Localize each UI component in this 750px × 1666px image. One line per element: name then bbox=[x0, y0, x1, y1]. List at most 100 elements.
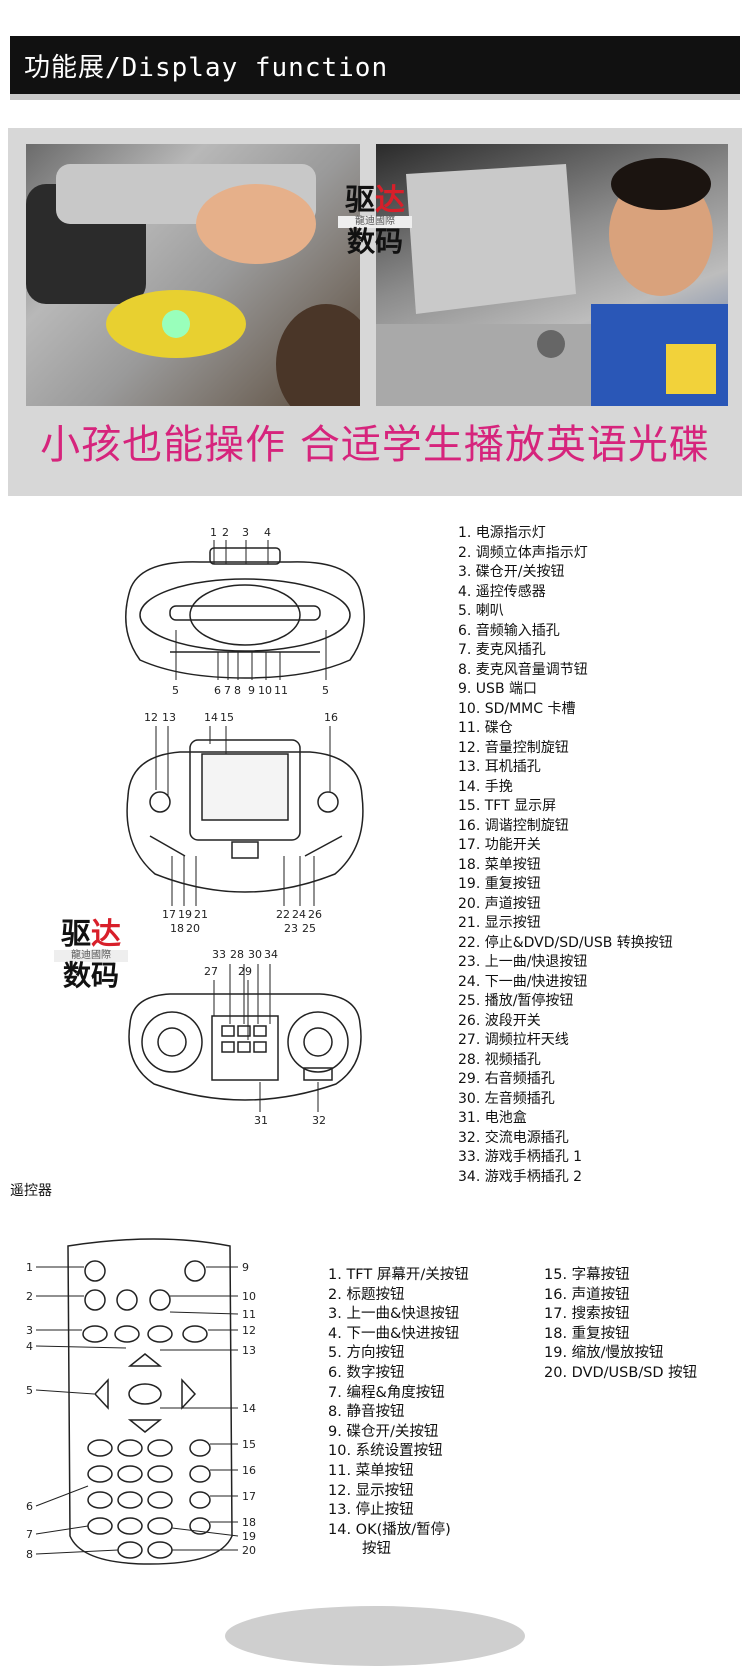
device-back-drawing: 33 28 30 34 27 29 31 32 bbox=[128, 948, 362, 1127]
watermark2-bottom: 数码 bbox=[62, 959, 119, 992]
remote-diagram: 1 2 3 4 5 6 7 8 9 10 11 12 13 14 15 16 1… bbox=[20, 1236, 290, 1566]
list-item: 1. TFT 屏幕开/关按钮 bbox=[328, 1267, 469, 1283]
list-item: 按钮 bbox=[362, 1541, 391, 1558]
callout-5-right: 5 bbox=[322, 684, 329, 697]
remote-callout-15: 15 bbox=[242, 1438, 256, 1451]
callout-13: 13 bbox=[162, 711, 176, 724]
remote-callout-4: 4 bbox=[26, 1340, 33, 1353]
list-item: 8. 静音按钮 bbox=[328, 1404, 405, 1421]
list-item: 10. SD/MMC 卡槽 bbox=[458, 700, 576, 717]
photo-child-with-player bbox=[376, 144, 728, 406]
list-item: 29. 右音频插孔 bbox=[458, 1071, 555, 1087]
list-item: 24. 下一曲/快进按钮 bbox=[458, 973, 588, 990]
remote-callout-7: 7 bbox=[26, 1528, 33, 1541]
list-item: 27. 调频拉杆天线 bbox=[458, 1032, 569, 1048]
list-item: 3. 上一曲&快退按钮 bbox=[328, 1306, 460, 1323]
device-back-diagram: 33 28 30 34 27 29 31 32 bbox=[110, 944, 380, 1130]
remote-callout-3: 3 bbox=[26, 1324, 33, 1337]
list-item: 16. 调谐控制旋钮 bbox=[458, 817, 569, 834]
list-item: 6. 音频输入插孔 bbox=[458, 622, 560, 639]
list-item: 14. OK(播放/暂停) bbox=[328, 1521, 451, 1538]
callout-9: 9 bbox=[248, 684, 255, 697]
list-item: 16. 声道按钮 bbox=[544, 1286, 630, 1303]
remote-callout-1: 1 bbox=[26, 1261, 33, 1274]
callout-18: 18 bbox=[170, 922, 184, 935]
watermark-logo: 驱达 龍迪國際 数码 bbox=[338, 183, 412, 256]
callout-24: 24 bbox=[292, 908, 306, 921]
photo-left-illustration bbox=[26, 164, 360, 406]
list-item: 18. 菜单按钮 bbox=[458, 856, 541, 873]
callout-6: 6 bbox=[214, 684, 221, 697]
watermark-bottom: 数码 bbox=[346, 225, 403, 258]
list-item: 19. 缩放/慢放按钮 bbox=[544, 1345, 664, 1362]
remote-button-list-a: 1. TFT 屏幕开/关按钮 2. 标题按钮 3. 上一曲&快退按钮 4. 下一… bbox=[328, 1266, 469, 1560]
callout-32: 32 bbox=[312, 1114, 326, 1127]
remote-callout-19: 19 bbox=[242, 1530, 256, 1543]
remote-drawing: 1 2 3 4 5 6 7 8 9 10 11 12 13 14 15 16 1… bbox=[26, 1238, 256, 1565]
device-top-diagram: 1 2 3 4 5 6 7 8 9 10 11 5 bbox=[110, 520, 380, 700]
list-item: 5. 方向按钮 bbox=[328, 1345, 405, 1362]
callout-33: 33 bbox=[212, 948, 226, 961]
photo-caption: 小孩也能操作 合适学生播放英语光碟 bbox=[40, 422, 710, 468]
section-title: 功能展/Display function bbox=[24, 52, 389, 83]
list-item: 21. 显示按钮 bbox=[458, 915, 541, 931]
photo-child-inserting-disc bbox=[26, 144, 360, 406]
list-item: 19. 重复按钮 bbox=[458, 876, 541, 892]
callout-10: 10 bbox=[258, 684, 272, 697]
remote-callout-8: 8 bbox=[26, 1548, 33, 1561]
list-item: 9. USB 端口 bbox=[458, 681, 537, 697]
parts-list: 1. 电源指示灯 2. 调频立体声指示灯 3. 碟仓开/关按钮 4. 遥控传感器… bbox=[458, 524, 673, 1187]
list-item: 4. 下一曲&快进按钮 bbox=[328, 1325, 460, 1342]
list-item: 32. 交流电源插孔 bbox=[458, 1129, 569, 1146]
callout-22: 22 bbox=[276, 908, 290, 921]
list-item: 4. 遥控传感器 bbox=[458, 583, 546, 600]
list-item: 34. 游戏手柄插孔 2 bbox=[458, 1168, 583, 1185]
watermark2-char-1: 驱 bbox=[61, 917, 91, 952]
list-item: 15. 字幕按钮 bbox=[544, 1267, 630, 1283]
remote-callout-16: 16 bbox=[242, 1464, 256, 1477]
callout-7: 7 bbox=[224, 684, 231, 697]
header-underline bbox=[10, 94, 740, 100]
remote-callout-5: 5 bbox=[26, 1384, 33, 1397]
list-item: 8. 麦克风音量调节钮 bbox=[458, 661, 588, 678]
remote-callout-17: 17 bbox=[242, 1490, 256, 1503]
list-item: 11. 菜单按钮 bbox=[328, 1462, 414, 1479]
list-item: 14. 手挽 bbox=[458, 778, 513, 795]
remote-callout-10: 10 bbox=[242, 1290, 256, 1303]
callout-1: 1 bbox=[210, 526, 217, 539]
photo-panel: 小孩也能操作 合适学生播放英语光碟 bbox=[8, 128, 742, 496]
watermark-char-2: 达 bbox=[375, 183, 405, 218]
list-item: 25. 播放/暂停按钮 bbox=[458, 993, 574, 1009]
callout-16: 16 bbox=[324, 711, 338, 724]
list-item: 18. 重复按钮 bbox=[544, 1325, 630, 1342]
callout-5-left: 5 bbox=[172, 684, 179, 697]
list-item: 20. DVD/USB/SD 按钮 bbox=[544, 1364, 698, 1381]
callout-27: 27 bbox=[204, 965, 218, 978]
device-front-diagram: 12 13 14 15 16 17 19 21 22 24 26 18 20 2… bbox=[110, 706, 380, 938]
device-front-drawing: 12 13 14 15 16 17 19 21 22 24 26 18 20 2… bbox=[126, 711, 364, 935]
list-item: 7. 麦克风插孔 bbox=[458, 642, 546, 658]
device-top-drawing: 1 2 3 4 5 6 7 8 9 10 11 5 bbox=[125, 526, 365, 697]
list-item: 17. 功能开关 bbox=[458, 837, 541, 853]
callout-31: 31 bbox=[254, 1114, 268, 1127]
list-item: 26. 波段开关 bbox=[458, 1012, 541, 1029]
list-item: 2. 标题按钮 bbox=[328, 1286, 405, 1303]
remote-callout-11: 11 bbox=[242, 1308, 256, 1321]
watermark-logo-2: 驱达 龍迪國際 数码 bbox=[54, 917, 128, 990]
callout-19: 19 bbox=[178, 908, 192, 921]
remote-callout-13: 13 bbox=[242, 1344, 256, 1357]
list-item: 13. 耳机插孔 bbox=[458, 759, 541, 775]
callout-11: 11 bbox=[274, 684, 288, 697]
callout-25: 25 bbox=[302, 922, 316, 935]
remote-callout-20: 20 bbox=[242, 1544, 256, 1557]
callout-2: 2 bbox=[222, 526, 229, 539]
callout-8: 8 bbox=[234, 684, 241, 697]
list-item: 12. 音量控制旋钮 bbox=[458, 739, 569, 756]
list-item: 22. 停止&DVD/SD/USB 转换按钮 bbox=[458, 934, 673, 951]
callout-15: 15 bbox=[220, 711, 234, 724]
list-item: 3. 碟仓开/关按钮 bbox=[458, 564, 565, 580]
remote-callout-12: 12 bbox=[242, 1324, 256, 1337]
list-item: 6. 数字按钮 bbox=[328, 1364, 405, 1381]
remote-button-list-b: 15. 字幕按钮 16. 声道按钮 17. 搜索按钮 18. 重复按钮 19. … bbox=[544, 1266, 697, 1384]
bottom-decoration bbox=[225, 1606, 525, 1666]
